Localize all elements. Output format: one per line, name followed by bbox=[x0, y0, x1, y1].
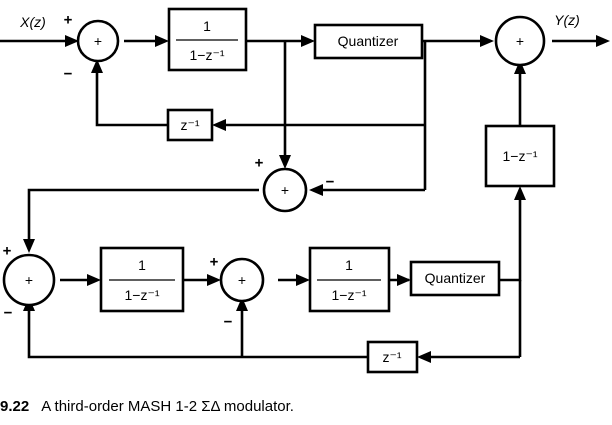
integrator-block-3: 1 1−z⁻¹ bbox=[308, 246, 391, 313]
figure-caption: 9.22 A third-order MASH 1-2 ΣΔ modulator. bbox=[0, 398, 612, 422]
sign-stage2-minus: − bbox=[4, 305, 13, 322]
quantizer-1-label: Quantizer bbox=[338, 33, 399, 49]
arrow-into-diff bbox=[514, 186, 526, 200]
wire-delay1-sum1 bbox=[95, 72, 168, 127]
summer-error-plus: + bbox=[281, 182, 289, 198]
output-signal-label: Y(z) bbox=[554, 12, 580, 28]
arrow-into-int1 bbox=[155, 35, 169, 47]
figure-number: 9.22 bbox=[0, 398, 30, 415]
arrow-into-error-sum-right bbox=[309, 184, 323, 196]
differentiator-label: 1−z⁻¹ bbox=[502, 148, 537, 164]
arrow-into-sum3-bottom bbox=[236, 297, 248, 311]
integrator-3-denominator: 1−z⁻¹ bbox=[331, 287, 366, 303]
summer-stage2-inner: + bbox=[219, 257, 265, 303]
integrator-1-numerator: 1 bbox=[203, 18, 211, 34]
sign-error-minus: − bbox=[326, 174, 335, 191]
arrow-into-int3 bbox=[296, 274, 310, 286]
figure-caption-text: A third-order MASH 1-2 ΣΔ modulator. bbox=[41, 398, 294, 415]
sign-feedback-minus: − bbox=[64, 66, 73, 83]
wire-quant2-diff bbox=[499, 199, 522, 282]
summer-output-plus: + bbox=[516, 33, 524, 49]
delay-1-label: z⁻¹ bbox=[180, 117, 199, 133]
delay-2-label: z⁻¹ bbox=[382, 349, 401, 365]
arrow-into-sum2-top bbox=[23, 239, 35, 253]
arrow-into-int2 bbox=[87, 274, 101, 286]
arrow-into-quant1 bbox=[301, 35, 315, 47]
sign-stage2-inner-plus: + bbox=[210, 254, 219, 271]
integrator-2-numerator: 1 bbox=[138, 257, 146, 273]
integrator-block-2: 1 1−z⁻¹ bbox=[99, 246, 185, 313]
input-signal-label: X(z) bbox=[19, 14, 46, 30]
arrow-into-sum-out bbox=[480, 35, 494, 47]
summer-stage2: + bbox=[2, 253, 56, 307]
arrow-into-error-sum-top bbox=[279, 155, 291, 169]
sign-error-plus: + bbox=[255, 155, 264, 172]
arrow-into-sum3 bbox=[207, 274, 221, 286]
arrow-into-quant2 bbox=[397, 274, 411, 286]
summer-output: + bbox=[494, 15, 546, 67]
arrow-into-delay2 bbox=[417, 351, 431, 363]
differentiator-block: 1−z⁻¹ bbox=[484, 124, 556, 188]
arrow-into-sum-out-bottom bbox=[514, 60, 526, 74]
delay-block-1: z⁻¹ bbox=[166, 108, 214, 142]
quantizer-block-2: Quantizer bbox=[409, 260, 501, 297]
sign-input-plus: + bbox=[64, 12, 73, 29]
summer-input-plus: + bbox=[94, 33, 102, 49]
summer-error: + bbox=[262, 167, 308, 213]
integrator-1-denominator: 1−z⁻¹ bbox=[189, 47, 224, 63]
integrator-2-denominator: 1−z⁻¹ bbox=[124, 287, 159, 303]
arrow-into-sum1-bottom bbox=[91, 59, 103, 73]
arrow-output bbox=[596, 35, 610, 47]
wire-error-stage2 bbox=[27, 188, 259, 240]
summer-stage2-inner-plus: + bbox=[238, 272, 246, 288]
summer-stage2-plus: + bbox=[25, 272, 33, 288]
wire-delay2-fb bbox=[27, 311, 368, 359]
arrow-into-sum1 bbox=[65, 35, 79, 47]
arrow-into-delay1 bbox=[212, 119, 226, 131]
sign-stage2-plus: + bbox=[3, 243, 12, 260]
delay-block-2: z⁻¹ bbox=[366, 340, 419, 374]
quantizer-2-label: Quantizer bbox=[425, 270, 486, 286]
quantizer-block-1: Quantizer bbox=[313, 23, 424, 60]
sign-stage2-inner-minus: − bbox=[224, 314, 233, 331]
integrator-block-1: 1 1−z⁻¹ bbox=[167, 7, 248, 72]
integrator-3-numerator: 1 bbox=[345, 257, 353, 273]
summer-input: + bbox=[76, 19, 120, 63]
